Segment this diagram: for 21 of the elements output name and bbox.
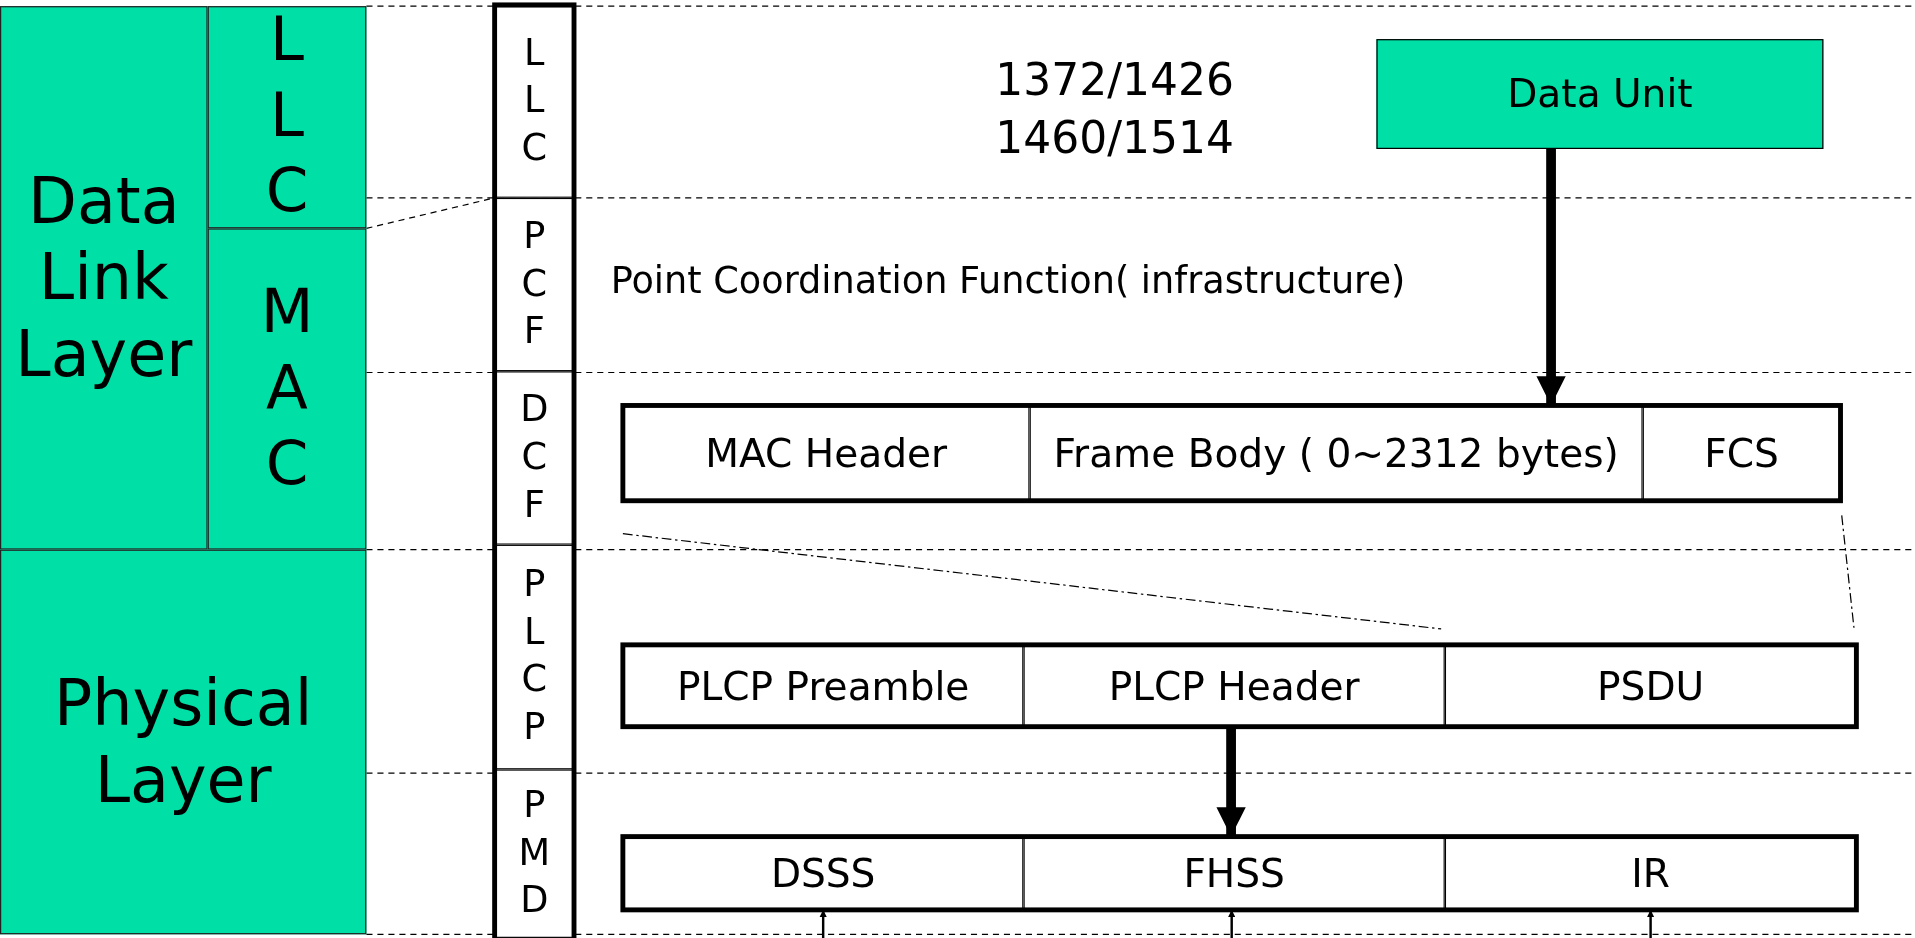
sublayer-box: PMD [494, 769, 574, 938]
arrow [1536, 149, 1566, 406]
arrow [1646, 909, 1655, 938]
sublayer-box: PCF [494, 197, 574, 372]
layer-box: Data Link Layer [0, 6, 208, 550]
arrow [1228, 909, 1236, 938]
frame-field: PLCP Header [1023, 644, 1445, 727]
frame-size-note: 1372/1426 [995, 54, 1234, 106]
function-note: Point Coordination Function( infrastructure) [610, 258, 1406, 302]
phy-type-field: FHSS [1023, 836, 1445, 910]
frame-size-note: 1460/1514 [995, 112, 1234, 163]
sublayer-box: MAC [207, 228, 367, 550]
sublayer-box: DCF [494, 371, 574, 545]
arrow [819, 909, 827, 938]
arrow [1216, 726, 1246, 837]
sublayer-box: PLCP [494, 544, 574, 770]
data-unit-box: Data Unit [1376, 39, 1824, 149]
frame-field: Frame Body ( 0~2312 bytes) [1029, 405, 1643, 501]
layer-box: Physical Layer [0, 549, 367, 935]
sublayer-box: LLC [207, 6, 367, 229]
sublayer-box: LLC [494, 6, 574, 198]
